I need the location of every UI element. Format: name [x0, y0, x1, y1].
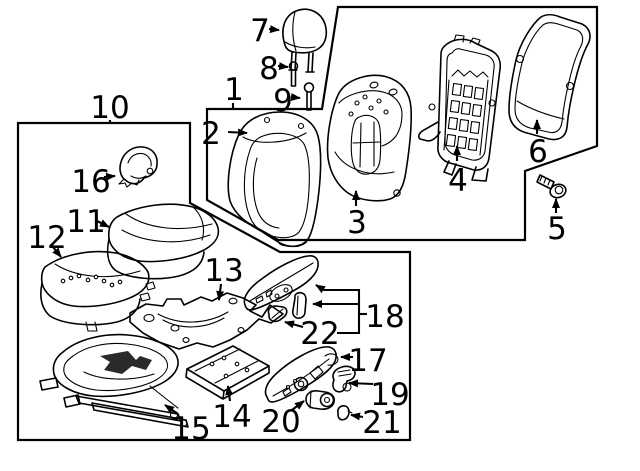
leader-22 [284, 320, 304, 329]
part-label-18[interactable]: 18 [365, 299, 404, 335]
side-shield-lower-drawing[interactable] [264, 346, 339, 403]
callout-labels: 1 2 3 4 5 6 7 8 9 10 11 12 13 14 15 16 1… [27, 13, 567, 447]
leader-12 [52, 246, 62, 258]
leader-14 [225, 385, 234, 402]
part-label-10[interactable]: 10 [90, 90, 129, 126]
seat-back-pad-drawing[interactable] [326, 74, 412, 202]
leader-19 [348, 379, 374, 388]
part-label-2[interactable]: 2 [201, 116, 221, 152]
part-label-5[interactable]: 5 [547, 211, 567, 247]
leader-9 [290, 93, 301, 101]
seat-back-board-drawing[interactable] [508, 13, 591, 141]
part-label-19[interactable]: 19 [370, 377, 409, 413]
leader-20 [291, 400, 305, 411]
part-label-9[interactable]: 9 [273, 83, 293, 119]
leader-18 [315, 284, 361, 335]
switch-knob-drawing[interactable] [291, 291, 307, 319]
part-label-15[interactable]: 15 [171, 411, 210, 447]
part-label-16[interactable]: 16 [71, 164, 110, 200]
part-label-8[interactable]: 8 [259, 51, 279, 87]
seat-track-drawing[interactable] [39, 333, 189, 428]
headrest-drawing[interactable] [282, 8, 328, 73]
part-label-7[interactable]: 7 [250, 13, 270, 49]
headrest-guide-pin2-drawing[interactable] [303, 82, 315, 111]
part-label-4[interactable]: 4 [448, 163, 468, 199]
leader-7 [268, 25, 280, 34]
leader-15 [164, 404, 179, 415]
seat-back-frame-drawing[interactable] [417, 34, 502, 182]
adjust-handle-drawing[interactable] [332, 365, 356, 393]
part-label-17[interactable]: 17 [348, 343, 387, 379]
side-shield-upper-drawing[interactable] [243, 255, 319, 311]
part-label-20[interactable]: 20 [261, 404, 300, 440]
leader-13 [216, 283, 225, 301]
headrest-guide-pin-drawing[interactable] [288, 61, 299, 87]
seat-cushion-pad-drawing[interactable] [106, 203, 220, 280]
part-label-22[interactable]: 22 [300, 316, 339, 352]
group-box-10 [16, 121, 412, 442]
leader-2 [227, 128, 248, 137]
leader-21 [350, 412, 364, 421]
switch-cover-drawing[interactable] [267, 305, 288, 323]
part-label-14[interactable]: 14 [212, 399, 251, 435]
seat-cushion-cover-drawing[interactable] [40, 250, 156, 332]
bolt-drawing[interactable] [536, 174, 568, 200]
part-label-3[interactable]: 3 [347, 205, 367, 241]
seat-back-cover-drawing[interactable] [227, 111, 322, 248]
part-label-12[interactable]: 12 [27, 220, 66, 256]
cap-drawing[interactable] [337, 405, 353, 421]
leader-16 [103, 172, 116, 181]
leader-8 [277, 62, 289, 71]
part-label-21[interactable]: 21 [362, 405, 401, 441]
heater-mat-drawing[interactable] [185, 345, 270, 400]
group-box-1 [205, 5, 599, 242]
part-label-6[interactable]: 6 [528, 134, 548, 170]
recliner-bracket-drawing[interactable] [118, 146, 158, 188]
part-label-1[interactable]: 1 [224, 72, 244, 108]
leader-11 [96, 219, 110, 228]
cushion-felt-pad-drawing[interactable] [129, 292, 284, 350]
recliner-knob-drawing[interactable] [305, 390, 335, 410]
leader-arrows [52, 25, 560, 421]
part-label-11[interactable]: 11 [66, 204, 105, 240]
part-label-13[interactable]: 13 [204, 253, 243, 289]
